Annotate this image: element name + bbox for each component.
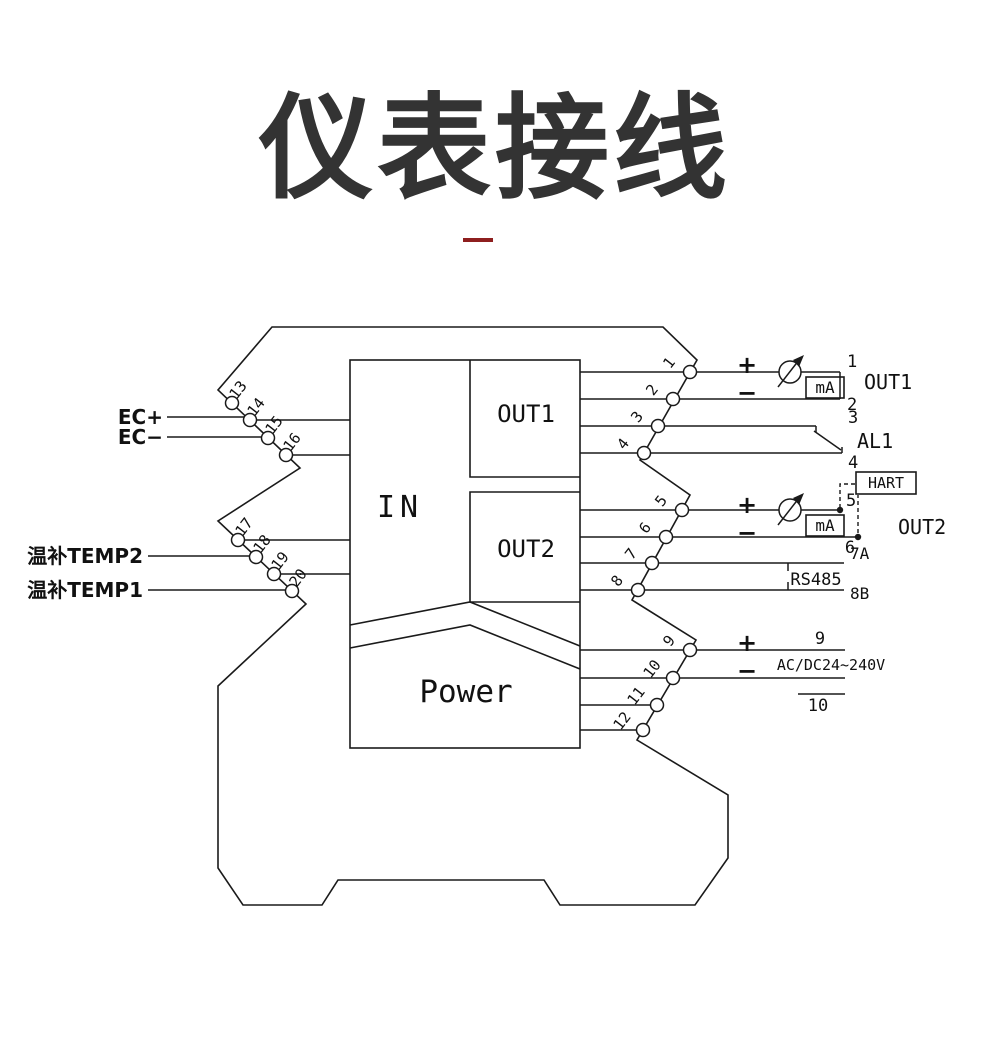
main-block: [349, 359, 581, 749]
out1-block-border: [469, 360, 580, 478]
ma-box: [805, 376, 845, 399]
hart-coupling: HART: [836, 471, 917, 541]
al1-label: AL1: [857, 429, 893, 453]
terminal-circle-6: [658, 529, 674, 545]
ec-plus-label: EC+: [118, 405, 163, 429]
power-annotations: + − 9 10 AC/DC24~240V: [737, 629, 885, 716]
rs485-terminal-7a: 7A: [850, 544, 870, 563]
ma-meter-arrow: [777, 497, 800, 526]
left-wires: [148, 416, 350, 591]
ec-minus-label: EC−: [118, 425, 163, 449]
power-terminal-9: 9: [815, 629, 825, 649]
terminal-circle-20: [284, 583, 300, 599]
hart-dashed-link-1: [839, 483, 855, 508]
out1-ext-label: OUT1: [864, 370, 912, 394]
out2-plus-sign: +: [737, 491, 757, 519]
out1-plus-sign: +: [737, 351, 757, 379]
ma-label: mA: [815, 516, 835, 535]
module-blocks: IN OUT1 OUT2 Power: [349, 359, 581, 749]
power-divider-lower: [349, 624, 581, 670]
terminal-circle-12: [635, 722, 651, 738]
right-wires: [580, 371, 858, 731]
al1-contact-blade: [813, 430, 842, 451]
terminal-number-7: 7: [621, 545, 641, 563]
terminal-number-4: 4: [613, 435, 633, 453]
title-divider: [463, 238, 493, 242]
power-supply-label: AC/DC24~240V: [777, 656, 885, 674]
terminal-circle-11: [649, 697, 665, 713]
temp1-label: 温补TEMP1: [27, 578, 143, 602]
hart-tap-dot-2: [854, 533, 862, 541]
out2-block-border: [469, 491, 580, 603]
ma-meter-arrow: [777, 359, 800, 388]
rs485-terminal-8b: 8B: [850, 584, 869, 603]
terminal-circle-14: [242, 412, 258, 428]
terminal-number-1: 1: [659, 354, 679, 372]
terminal-number-3: 3: [627, 408, 647, 426]
power-plus-sign: +: [737, 629, 757, 657]
in-block-label: IN: [377, 490, 423, 525]
terminal-circle-7: [644, 555, 660, 571]
power-minus-sign: −: [737, 657, 757, 685]
power-terminal-10: 10: [808, 696, 828, 716]
out2-minus-sign: −: [737, 519, 757, 547]
out1-minus-sign: −: [737, 379, 757, 407]
ma-meter-arrowhead: [793, 355, 804, 367]
out2-meter: mA: [777, 493, 845, 537]
ma-meter-arrowhead: [793, 493, 804, 505]
terminal-circle-5: [674, 502, 690, 518]
ma-box: [805, 514, 845, 537]
terminal-circle-3: [650, 418, 666, 434]
terminal-number-9: 9: [659, 632, 679, 650]
power-block-label: Power: [419, 674, 512, 710]
terminal-circles: [224, 364, 698, 738]
out2-block-label: OUT2: [497, 535, 555, 563]
out2-ext-label: OUT2: [898, 515, 946, 539]
terminal-circle-1: [682, 364, 698, 380]
terminal-number-5: 5: [651, 492, 671, 510]
al1-terminal-3: 3: [848, 408, 858, 428]
terminal-circle-4: [636, 445, 652, 461]
power-divider-upper: [349, 601, 581, 647]
hart-label-text: HART: [868, 474, 904, 492]
terminal-number-6: 6: [635, 519, 655, 537]
hart-tap-dot-1: [836, 506, 844, 514]
ma-label: mA: [815, 378, 835, 397]
al1-terminal-4: 4: [848, 453, 858, 473]
rs485-label: RS485: [790, 570, 841, 590]
temp2-label: 温补TEMP2: [27, 544, 143, 568]
out1-annotations: + − 1 2 OUT1: [737, 351, 912, 415]
page-title: 仪表接线: [258, 82, 731, 215]
terminal-circle-17: [230, 532, 246, 548]
terminal-circle-9: [682, 642, 698, 658]
out2-terminal-6: 6: [845, 538, 855, 558]
terminal-circle-19: [266, 566, 282, 582]
terminal-circle-16: [278, 447, 294, 463]
out2-annotations: + − 5 6 OUT2: [737, 491, 946, 558]
out1-terminal-2: 2: [847, 395, 857, 415]
terminal-circle-10: [665, 670, 681, 686]
al1-annotations: 3 4 AL1: [848, 408, 893, 473]
terminal-circle-2: [665, 391, 681, 407]
terminal-circle-13: [224, 395, 240, 411]
terminal-circle-8: [630, 582, 646, 598]
out2-terminal-5: 5: [846, 491, 856, 511]
rs485-annotations: 7A 8B RS485: [790, 544, 869, 603]
out1-block-label: OUT1: [497, 400, 555, 428]
hart-box: [855, 471, 917, 495]
device-outline: [216, 326, 729, 906]
terminal-number-8: 8: [607, 572, 627, 590]
out1-meter: mA: [777, 355, 845, 399]
terminal-number-2: 2: [642, 381, 662, 399]
terminal-circle-18: [248, 549, 264, 565]
out1-terminal-1: 1: [847, 352, 857, 372]
terminal-circle-15: [260, 430, 276, 446]
